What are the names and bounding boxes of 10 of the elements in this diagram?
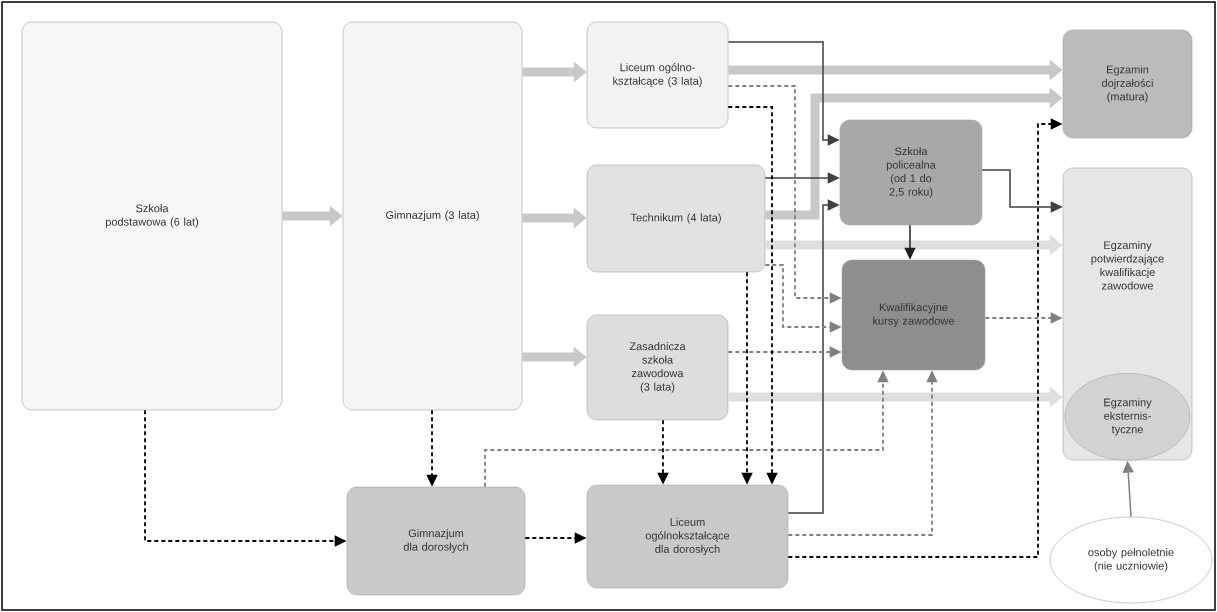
school-box: Liceum ogólno-kształcące (3 lata): [586, 21, 729, 129]
course-box: Kwalifikacyjne kursy zawodowe: [841, 259, 986, 371]
school-box: Szkoła podstawowa (6 lat): [21, 21, 283, 411]
school-box: Gimnazjum dla dorosłych: [346, 486, 526, 596]
exam-box: Egzamin dojrzałości (matura): [1062, 29, 1193, 139]
school-box: Liceum ogólnokształcące dla dorosłych: [586, 484, 789, 589]
school-box: Zasadnicza szkoła zawodowa (3 lata): [586, 314, 729, 421]
school-box: Technikum (4 lata): [586, 164, 766, 273]
school-box: Gimnazjum (3 lata): [342, 21, 523, 411]
school-box: Szkoła policealna (od 1 do 2,5 roku): [839, 119, 983, 226]
